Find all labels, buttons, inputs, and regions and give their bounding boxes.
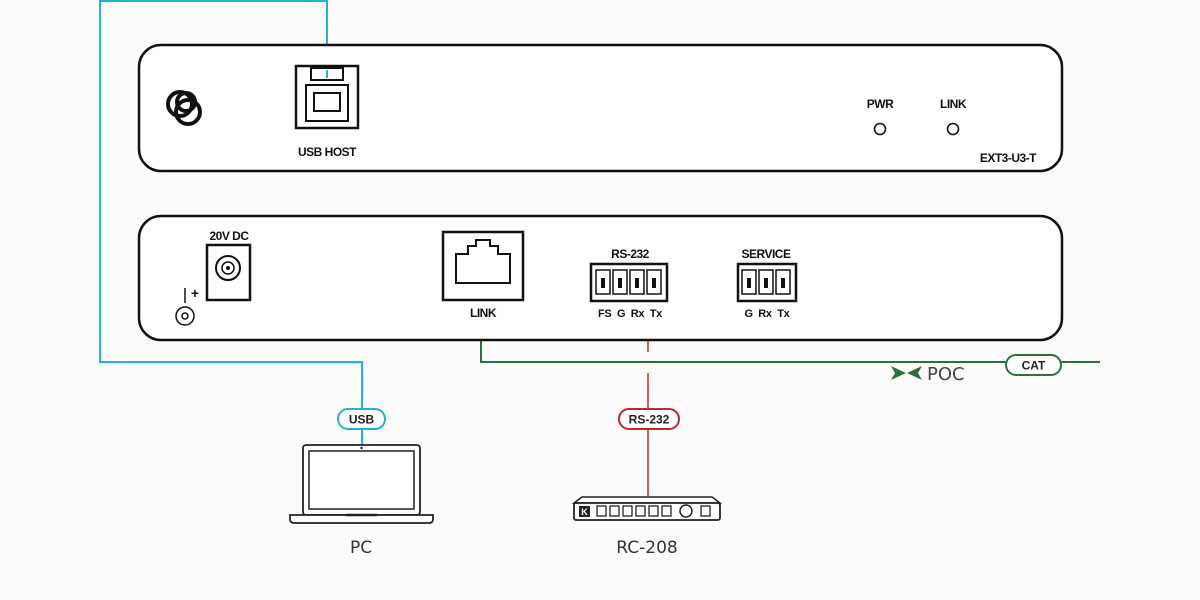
kramer-logo-icon [166, 90, 202, 126]
usb-cable-label: USB [349, 413, 375, 427]
service-terminal-icon [736, 262, 798, 303]
polarity-plus: + [191, 285, 199, 301]
service-port-label: SERVICE [742, 247, 791, 261]
link-port-label: LINK [470, 306, 497, 320]
link-led-icon [946, 122, 960, 136]
power-label: 20V DC [209, 229, 249, 243]
power-jack-icon [205, 243, 252, 302]
cat-cable-badge: CAT [1005, 354, 1062, 376]
svg-text:K: K [581, 507, 588, 517]
rj45-port-icon [441, 230, 525, 302]
poc-label: POC [927, 364, 965, 385]
pwr-led-icon [873, 122, 887, 136]
service-pins-label: G Rx Tx [745, 308, 791, 320]
rs232-cable-badge: RS-232 [618, 408, 680, 430]
rc208-device-icon: K [571, 496, 723, 521]
usb-cable [99, 0, 363, 447]
rs232-terminal-icon [589, 262, 669, 303]
rs232-port-label: RS-232 [611, 247, 650, 261]
laptop-icon [289, 444, 434, 524]
polarity-symbol-icon [175, 288, 195, 326]
rc208-label: RC-208 [616, 538, 677, 558]
rear-panel: 20V DC + LINK RS-232 [137, 214, 1064, 342]
cat-cable-label: CAT [1022, 359, 1046, 373]
usb-host-label: USB HOST [298, 145, 357, 159]
pc-label: PC [350, 538, 372, 558]
rs232-cable-label: RS-232 [629, 413, 670, 427]
link-led-label: LINK [940, 97, 967, 111]
pwr-label: PWR [867, 97, 894, 111]
front-panel: USB HOST PWR LINK EXT3-U3-T [137, 43, 1064, 173]
usb-cable-badge: USB [337, 408, 386, 430]
model-label: EXT3-U3-T [980, 151, 1037, 165]
usb-host-port [294, 64, 360, 130]
poc-arrows-icon [891, 366, 922, 380]
rs232-pins-label: FS G Rx Tx [598, 308, 663, 320]
